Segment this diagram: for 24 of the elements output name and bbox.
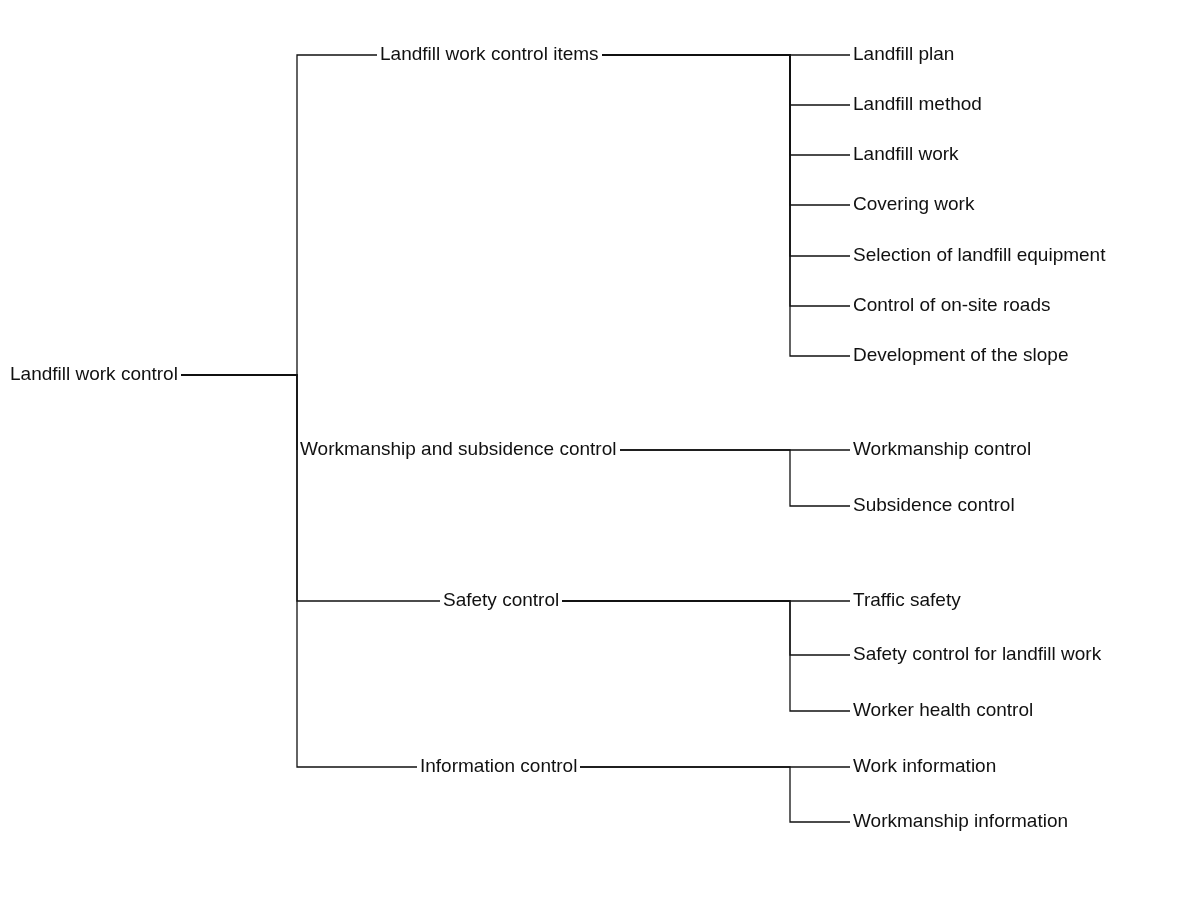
connector-line [579, 766, 851, 823]
tree-label: Landfill work [853, 142, 959, 166]
tree-label: Safety control for landfill work [853, 642, 1102, 666]
tree-label: Covering work [853, 192, 975, 216]
connector-line [619, 449, 851, 507]
connector-line [561, 600, 851, 712]
tree-label: Landfill plan [853, 42, 955, 66]
tree-label: Landfill work control items [380, 42, 599, 66]
tree-label: Development of the slope [853, 343, 1069, 367]
tree-label: Workmanship and subsidence control [300, 437, 617, 461]
tree-label: Landfill method [853, 92, 982, 116]
tree-label: Work information [853, 754, 997, 778]
connector-line [601, 54, 851, 357]
connector-line [180, 374, 418, 768]
tree-label: Workmanship control [853, 437, 1032, 461]
tree-label: Control of on-site roads [853, 293, 1051, 317]
tree-label: Selection of landfill equipment [853, 243, 1106, 267]
tree-label: Workmanship information [853, 809, 1069, 833]
tree-label: Traffic safety [853, 588, 961, 612]
tree-label: Landfill work control [10, 362, 178, 386]
tree-label: Subsidence control [853, 493, 1015, 517]
tree-label: Safety control [443, 588, 560, 612]
tree-label: Worker health control [853, 698, 1034, 722]
tree-label: Information control [420, 754, 578, 778]
